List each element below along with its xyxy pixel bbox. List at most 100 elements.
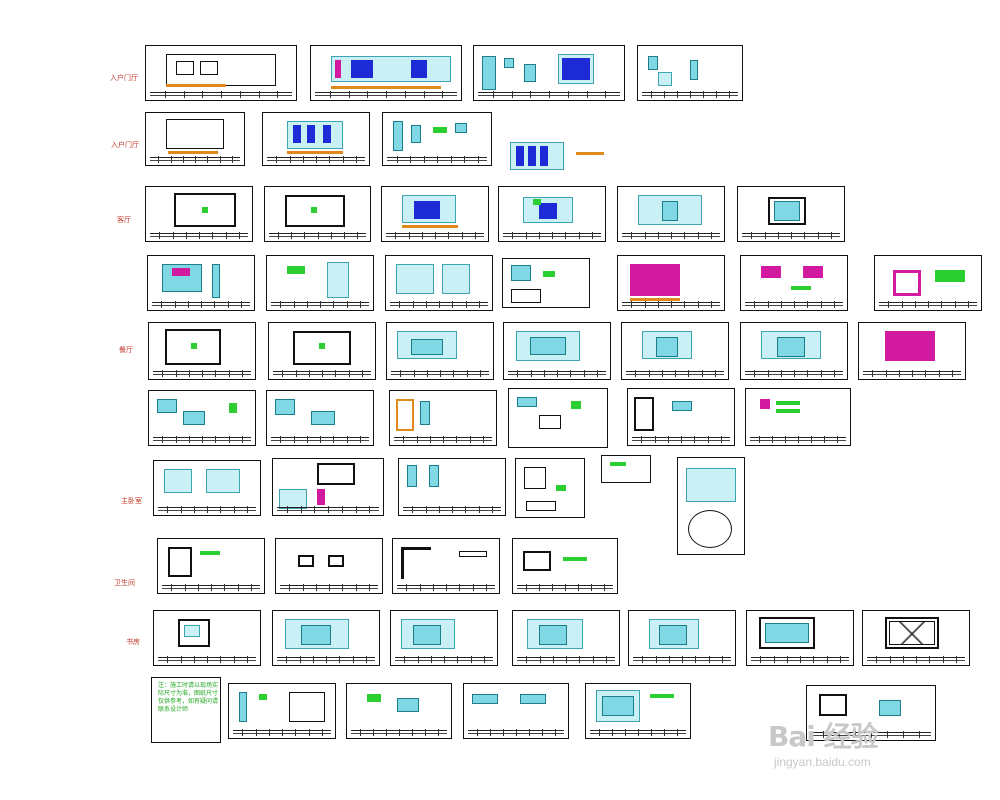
drawing-sheet[interactable] bbox=[268, 322, 376, 380]
drawing-sheet[interactable] bbox=[262, 112, 370, 166]
title-block-tick bbox=[658, 232, 659, 239]
drawing-sheet[interactable] bbox=[381, 186, 489, 242]
drawing-sheet[interactable] bbox=[275, 538, 383, 594]
title-block-tick bbox=[400, 370, 401, 377]
drawing-sheet[interactable] bbox=[601, 455, 651, 483]
title-block-tick bbox=[300, 656, 301, 663]
title-block-tick bbox=[282, 370, 283, 377]
title-block-tick bbox=[655, 436, 656, 443]
drawing-sheet[interactable] bbox=[627, 388, 735, 446]
title-block-tick bbox=[642, 656, 643, 663]
title-block-tick bbox=[207, 156, 208, 163]
title-block-tick bbox=[457, 656, 458, 663]
drawing-sheet[interactable] bbox=[145, 186, 253, 242]
drawing-sheet[interactable] bbox=[145, 45, 297, 101]
title-block-tick bbox=[426, 301, 427, 308]
drawing-sheet[interactable] bbox=[390, 610, 498, 666]
drawing-sheet[interactable] bbox=[145, 112, 245, 166]
drawing-sheet[interactable] bbox=[862, 610, 970, 666]
title-block-tick bbox=[342, 506, 343, 513]
drawing-sheet[interactable] bbox=[506, 138, 610, 174]
title-block-tick bbox=[467, 370, 468, 377]
title-block-tick bbox=[694, 436, 695, 443]
title-block-tick bbox=[709, 656, 710, 663]
title-block-tick bbox=[605, 91, 606, 98]
drawing-sheet[interactable] bbox=[637, 45, 743, 101]
drawing-sheet[interactable] bbox=[148, 322, 256, 380]
drawing-sheet[interactable] bbox=[266, 390, 374, 446]
drawing-sheet[interactable] bbox=[310, 45, 462, 101]
drawing-sheet[interactable] bbox=[398, 458, 506, 516]
title-block-tick bbox=[839, 731, 840, 738]
drawing-sheet[interactable] bbox=[147, 255, 255, 311]
drawing-sheet[interactable] bbox=[346, 683, 452, 739]
title-block-tick bbox=[526, 656, 527, 663]
drawing-sheet[interactable] bbox=[385, 255, 493, 311]
drawing-sheet[interactable] bbox=[228, 683, 336, 739]
drawing-sheet[interactable] bbox=[498, 186, 606, 242]
drawing-sheet[interactable] bbox=[617, 186, 725, 242]
drawing-sheet[interactable] bbox=[858, 322, 966, 380]
title-block-tick bbox=[682, 656, 683, 663]
drawing-sheet[interactable] bbox=[737, 186, 845, 242]
drawing-sheet[interactable] bbox=[617, 255, 725, 311]
drawing-sheet[interactable] bbox=[874, 255, 982, 311]
title-block-tick bbox=[754, 370, 755, 377]
drawing-sheet[interactable] bbox=[153, 460, 261, 516]
title-block-tick bbox=[968, 301, 969, 308]
drawing-sheet[interactable] bbox=[745, 388, 851, 446]
drawing-sheet[interactable] bbox=[628, 610, 736, 666]
title-block-tick bbox=[185, 584, 186, 591]
title-block-tick bbox=[671, 232, 672, 239]
title-block-tick bbox=[435, 232, 436, 239]
title-block-tick bbox=[684, 301, 685, 308]
drawing-sheet[interactable] bbox=[382, 112, 492, 166]
drawing-sheet[interactable] bbox=[515, 458, 585, 518]
drawing-sheet[interactable] bbox=[512, 538, 618, 594]
drawing-sheet[interactable] bbox=[386, 322, 494, 380]
drawing-sheet[interactable] bbox=[473, 45, 625, 101]
drawing-sheet[interactable] bbox=[266, 255, 374, 311]
drawing-sheet[interactable] bbox=[463, 683, 569, 739]
title-block-tick bbox=[516, 729, 517, 736]
title-block-tick bbox=[386, 729, 387, 736]
row-label-bathroom: 卫生间 bbox=[114, 580, 135, 587]
drawing-sheet[interactable] bbox=[746, 610, 854, 666]
drawing-sheet[interactable] bbox=[157, 538, 265, 594]
title-block-tick bbox=[592, 232, 593, 239]
title-block-tick bbox=[597, 370, 598, 377]
drawing-sheet[interactable] bbox=[272, 458, 384, 516]
title-block-tick bbox=[668, 436, 669, 443]
title-block-tick bbox=[280, 301, 281, 308]
drawing-sheet[interactable] bbox=[153, 610, 261, 666]
title-block-tick bbox=[568, 91, 569, 98]
title-block-tick bbox=[369, 584, 370, 591]
title-block-tick bbox=[412, 506, 413, 513]
drawing-sheet[interactable] bbox=[508, 388, 608, 448]
drawing-sheet[interactable] bbox=[272, 610, 380, 666]
drawing-sheet[interactable] bbox=[264, 186, 371, 242]
title-block-tick bbox=[183, 156, 184, 163]
drawing-sheet[interactable] bbox=[148, 390, 256, 446]
title-block-tick bbox=[722, 656, 723, 663]
title-block-tick bbox=[649, 370, 650, 377]
drawing-sheet[interactable] bbox=[806, 685, 936, 741]
title-block-tick bbox=[427, 370, 428, 377]
drawing-sheet[interactable] bbox=[502, 258, 590, 308]
title-block-tick bbox=[834, 301, 835, 308]
title-block-tick bbox=[555, 729, 556, 736]
drawing-sheet[interactable] bbox=[740, 322, 848, 380]
drawing-sheet[interactable] bbox=[621, 322, 729, 380]
drawing-sheet[interactable] bbox=[585, 683, 691, 739]
drawing-sheet[interactable] bbox=[389, 390, 497, 446]
drawing-sheet[interactable] bbox=[512, 610, 620, 666]
title-block-tick bbox=[645, 301, 646, 308]
drawing-sheet[interactable] bbox=[392, 538, 500, 594]
title-block-tick bbox=[669, 656, 670, 663]
drawing-sheet[interactable] bbox=[740, 255, 848, 311]
watermark-url: jingyan.baidu.com bbox=[774, 755, 871, 769]
drawing-sheet[interactable] bbox=[677, 457, 745, 555]
drawing-sheet[interactable] bbox=[503, 322, 611, 380]
title-block-tick bbox=[886, 370, 887, 377]
